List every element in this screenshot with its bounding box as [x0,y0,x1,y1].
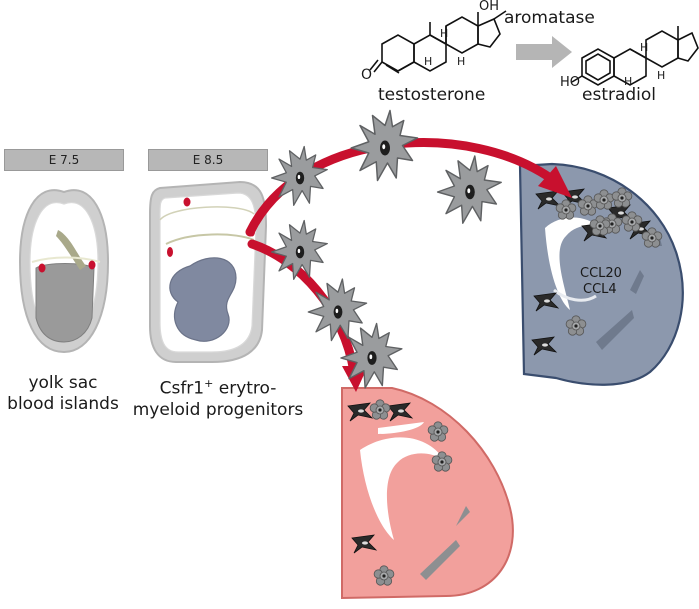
h-label-5: H [640,41,649,54]
estradiol-label: estradiol [582,85,657,105]
chemokine-ccl4: CCL4 [583,282,617,297]
reaction-arrow [516,36,572,68]
h-label-6: H [657,69,666,82]
oh-label: OH [479,0,500,14]
progenitors-superscript: + [204,377,214,390]
ho-label: HO [560,75,581,90]
yolk-sac-caption: yolk sac blood islands [4,373,122,415]
progenitors-line2: myeloid progenitors [132,399,304,420]
progenitors-line1-rest: erytro- [213,378,277,399]
blue-organ [518,162,684,386]
h-label-2: H [440,27,449,40]
stage-badge-e7-5: E 7.5 [4,149,124,171]
estradiol-structure [571,26,699,86]
embryo-e7-5 [18,189,110,354]
yolk-sac-line1: yolk sac [28,373,98,393]
testosterone-structure [369,10,507,74]
stage-badge-e8-5: E 8.5 [148,149,268,171]
progenitors-caption: Csfr1+ erytro- myeloid progenitors [120,373,316,421]
pink-organ [341,387,514,600]
chemokine-ccl20: CCL20 [580,266,622,281]
migrating-cells [271,109,502,389]
h-label-1: H [424,55,433,68]
embryo-e8-5 [149,180,268,363]
carbonyl-o-label: O [361,67,373,83]
progenitors-line1: Csfr1+ erytro- [120,373,316,400]
h-label-3: H [457,55,466,68]
progenitors-gene: Csfr1 [159,378,205,399]
aromatase-label: aromatase [504,8,595,28]
testosterone-label: testosterone [378,85,486,105]
h-label-4: H [624,75,633,88]
yolk-sac-line2: blood islands [7,394,119,414]
